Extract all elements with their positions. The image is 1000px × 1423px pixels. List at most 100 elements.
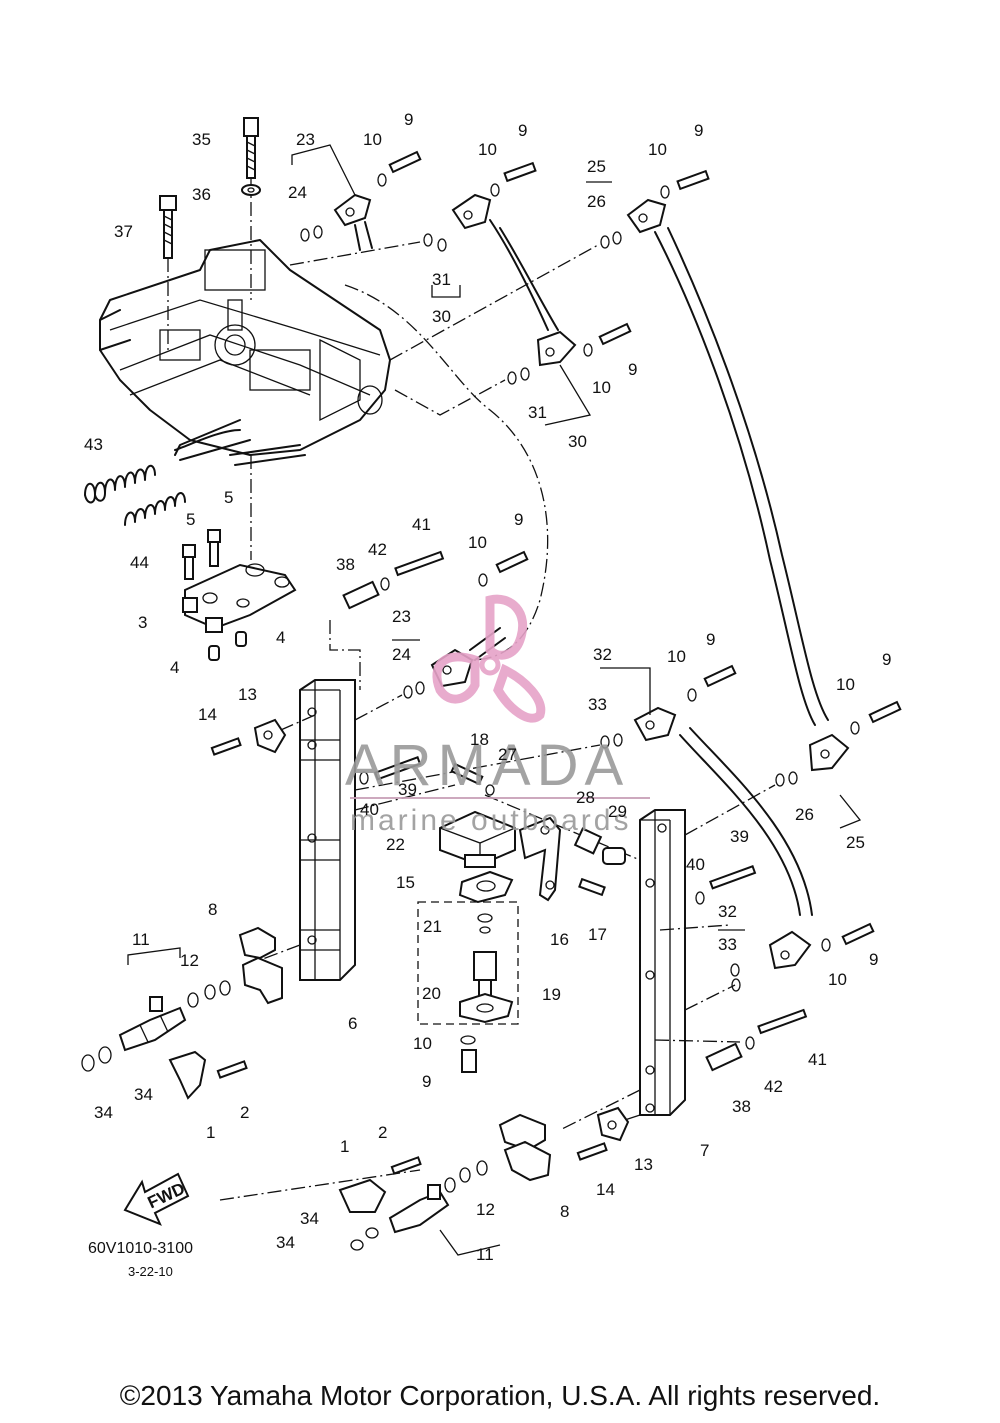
o-ring-27 <box>485 784 495 796</box>
callout-9: 9 <box>882 650 891 669</box>
callout-25: 25 <box>587 157 606 176</box>
callout-9: 9 <box>404 110 413 129</box>
callout-43: 43 <box>84 435 103 454</box>
callout-22: 22 <box>386 835 405 854</box>
callout-3: 3 <box>138 613 147 632</box>
bolt-39-b <box>709 865 757 890</box>
callout-12: 12 <box>180 951 199 970</box>
callout-10: 10 <box>468 533 487 552</box>
callout-26: 26 <box>587 192 606 211</box>
fuel-rail-7 <box>639 809 686 1116</box>
callout-11: 11 <box>476 1245 494 1264</box>
callout-13: 13 <box>634 1155 653 1174</box>
callout-15: 15 <box>396 873 415 892</box>
spring-43 <box>84 464 156 504</box>
injector-11-a <box>118 996 187 1052</box>
callout-10: 10 <box>478 140 497 159</box>
callout-13: 13 <box>238 685 257 704</box>
callout-42: 42 <box>368 540 387 559</box>
callout-2: 2 <box>378 1123 387 1142</box>
bracket-16 <box>518 816 562 902</box>
bolt-17 <box>578 877 606 897</box>
diagram-date: 3-22-10 <box>128 1264 173 1279</box>
o-rings-12-34 <box>81 980 488 1251</box>
part-code: 60V1010-3100 <box>88 1240 193 1257</box>
callout-1: 1 <box>206 1123 215 1142</box>
callout-24: 24 <box>288 183 307 202</box>
callout-10: 10 <box>836 675 855 694</box>
callout-9: 9 <box>628 360 637 379</box>
callout-31: 31 <box>528 403 547 422</box>
propeller-logo <box>432 594 546 723</box>
callout-9: 9 <box>706 630 715 649</box>
callout-33: 33 <box>718 935 737 954</box>
callout-34: 34 <box>276 1233 295 1252</box>
pressure-regulator-22 <box>439 810 516 868</box>
injector-11-b <box>388 1184 450 1234</box>
cap-29 <box>602 847 626 865</box>
watermark-brand: ARMADA <box>345 733 629 798</box>
callout-36: 36 <box>192 185 211 204</box>
gasket-15 <box>458 870 514 904</box>
fuel-hose-32 <box>633 706 813 970</box>
callout-39: 39 <box>398 780 417 799</box>
leader-lines <box>219 241 776 1201</box>
washer-42-b <box>745 1036 755 1050</box>
callout-9: 9 <box>518 121 527 140</box>
callout-18: 18 <box>470 730 489 749</box>
callout-32: 32 <box>718 902 737 921</box>
callout-17: 17 <box>588 925 607 944</box>
callout-5: 5 <box>186 510 195 529</box>
callout-1: 1 <box>340 1137 349 1156</box>
bolt-37 <box>159 195 177 350</box>
callout-10: 10 <box>413 1034 432 1053</box>
callout-10: 10 <box>828 970 847 989</box>
callout-5: 5 <box>224 488 233 507</box>
callout-10: 10 <box>648 140 667 159</box>
callout-42: 42 <box>764 1077 783 1096</box>
callout-6: 6 <box>348 1014 357 1033</box>
holder-1-b <box>338 1178 387 1213</box>
spring-44 <box>124 492 186 526</box>
o-ring-group <box>300 225 798 992</box>
bolt-14-b <box>576 1142 608 1161</box>
fuel-rail-assembly <box>99 239 391 466</box>
callout-33: 33 <box>588 695 607 714</box>
spacer-38-a <box>342 580 380 610</box>
bolt-18 <box>450 762 484 786</box>
washer-40-b <box>695 891 705 905</box>
callout-41: 41 <box>412 515 431 534</box>
dowel-4-a <box>235 631 247 647</box>
callout-8: 8 <box>208 900 217 919</box>
callout-9: 9 <box>869 950 878 969</box>
washer-42-a <box>380 577 390 591</box>
clip-8-b <box>498 1113 552 1182</box>
callout-21: 21 <box>423 917 442 936</box>
callout-labels: 35 36 37 23 24 10 9 10 9 31 30 25 26 10 … <box>84 110 891 1264</box>
fuel-rail-6 <box>299 679 356 981</box>
copyright-notice: ©2013 Yamaha Motor Corporation, U.S.A. A… <box>119 1380 881 1411</box>
callout-29: 29 <box>608 802 627 821</box>
callout-8: 8 <box>560 1202 569 1221</box>
bolt-9-group <box>388 150 902 1073</box>
spring-28 <box>573 827 603 855</box>
bolt-35 <box>243 117 259 300</box>
bracket-13-b <box>596 1106 630 1142</box>
fuel-hose-30-mid <box>451 193 577 367</box>
callout-23: 23 <box>296 130 315 149</box>
fuel-hose-25-lower <box>808 733 850 772</box>
bolt-41-b <box>757 1008 808 1035</box>
callout-10: 10 <box>592 378 611 397</box>
callout-7: 7 <box>700 1141 709 1160</box>
callout-14: 14 <box>198 705 217 724</box>
bolt-5-a <box>182 544 196 580</box>
callout-16: 16 <box>550 930 569 949</box>
callout-brackets <box>127 144 862 1256</box>
bracket-3 <box>182 563 297 633</box>
callout-11: 11 <box>132 930 150 949</box>
callout-9: 9 <box>422 1072 431 1091</box>
holder-1-a <box>168 1050 207 1100</box>
callout-39: 39 <box>730 827 749 846</box>
callout-41: 41 <box>808 1050 827 1069</box>
